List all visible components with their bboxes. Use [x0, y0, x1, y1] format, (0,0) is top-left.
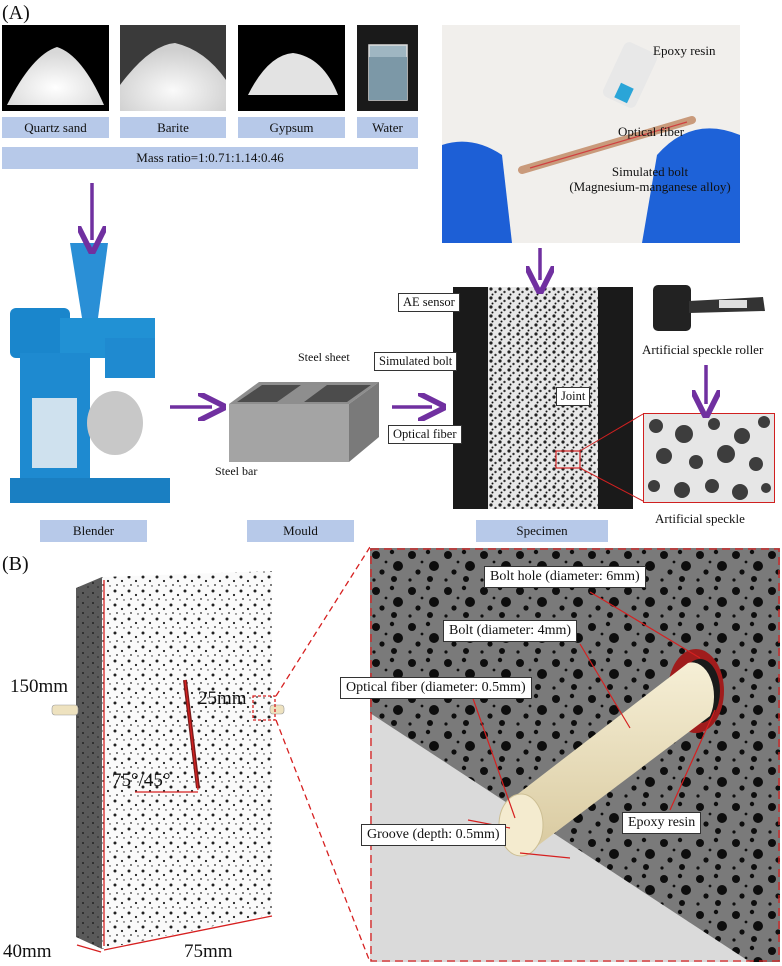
speckle-pattern-photo: [643, 413, 775, 503]
leader-fiber: [469, 689, 516, 819]
barite-photo: [120, 25, 226, 111]
specimen-side-face: [76, 577, 102, 949]
height-label: 150mm: [10, 676, 69, 697]
simulated-bolt-line1: Simulated bolt: [611, 164, 689, 179]
thickness-label: 40mm: [3, 941, 52, 962]
leader-epoxy-2: [669, 709, 716, 811]
gypsum-label: Gypsum: [238, 117, 345, 138]
joint-length-label: 25mm: [198, 688, 247, 709]
detail-view: [370, 548, 780, 962]
quartz-sand-photo: [2, 25, 109, 111]
mould-label: Mould: [247, 520, 354, 542]
mass-ratio-label: Mass ratio=1:0.71:1.14:0.46: [2, 147, 418, 169]
width-dimension-line: [103, 915, 273, 951]
zoom-line-upper: [275, 546, 370, 697]
joint-label: Joint: [556, 387, 591, 406]
bolt-hole-label: Bolt hole (diameter: 6mm): [484, 566, 646, 588]
specimen-front-face: [102, 571, 272, 949]
zoom-box: [252, 695, 276, 721]
groove-label: Groove (depth: 0.5mm): [361, 824, 506, 846]
leader-bolt-hole: [589, 591, 701, 659]
simulated-bolt-line2: (Magnesium-manganese alloy): [569, 179, 731, 194]
epoxy-resin-detail-label: Epoxy resin: [622, 812, 702, 834]
water-beaker-photo: [357, 25, 418, 111]
width-label: 75mm: [184, 941, 233, 962]
speckle-roller-photo: [651, 283, 766, 333]
bolt-right-end: [269, 704, 285, 715]
panel-a-label: (A): [2, 2, 30, 24]
speckle-region-box: [555, 450, 581, 469]
bolt-body: [510, 662, 715, 850]
speckle-pattern-label: Artificial speckle: [655, 511, 745, 526]
specimen-model: [0, 0, 370, 966]
bolt-end-face: [498, 793, 544, 857]
blender-label: Blender: [40, 520, 147, 542]
specimen-photo: [453, 287, 633, 509]
simulated-bolt-specimen-label: Simulated bolt: [374, 352, 458, 371]
epoxy-resin-inset-label: Epoxy resin: [653, 43, 716, 58]
mould-photo: [229, 382, 379, 464]
leader-bolt: [579, 643, 631, 729]
gypsum-photo: [238, 25, 345, 111]
optical-fiber-detail-label: Optical fiber (diameter: 0.5mm): [340, 677, 532, 699]
flow-arrows: [0, 183, 782, 502]
thickness-dimension-line: [76, 944, 102, 953]
water-label: Water: [357, 117, 418, 138]
optical-fiber-inset-label: Optical fiber: [618, 124, 685, 139]
angle-leg: [184, 679, 199, 791]
barite-label: Barite: [120, 117, 226, 138]
optical-fiber-specimen-label: Optical fiber: [388, 425, 462, 444]
steel-bar-label: Steel bar: [215, 464, 258, 478]
blender-photo: [0, 238, 178, 510]
specimen-label: Specimen: [476, 520, 608, 542]
quartz-sand-label: Quartz sand: [2, 117, 109, 138]
ae-sensor-label: AE sensor: [398, 293, 460, 312]
bolt-left-end: [51, 704, 79, 716]
bolt-inset-photo: [442, 25, 740, 243]
steel-sheet-label: Steel sheet: [298, 350, 350, 364]
leader-epoxy-1: [519, 852, 571, 859]
zoom-line-lower: [275, 719, 370, 963]
speckle-zoom-line-2: [579, 467, 644, 502]
simulated-bolt-inset-label: Simulated bolt (Magnesium-manganese allo…: [560, 164, 740, 194]
panel-b-label: (B): [2, 553, 29, 575]
speckle-zoom-line-1: [579, 413, 644, 452]
joint-angle-label: 75°/45°: [112, 770, 171, 791]
bolt-label: Bolt (diameter: 4mm): [443, 620, 578, 642]
speckle-roller-label: Artificial speckle roller: [642, 342, 764, 357]
